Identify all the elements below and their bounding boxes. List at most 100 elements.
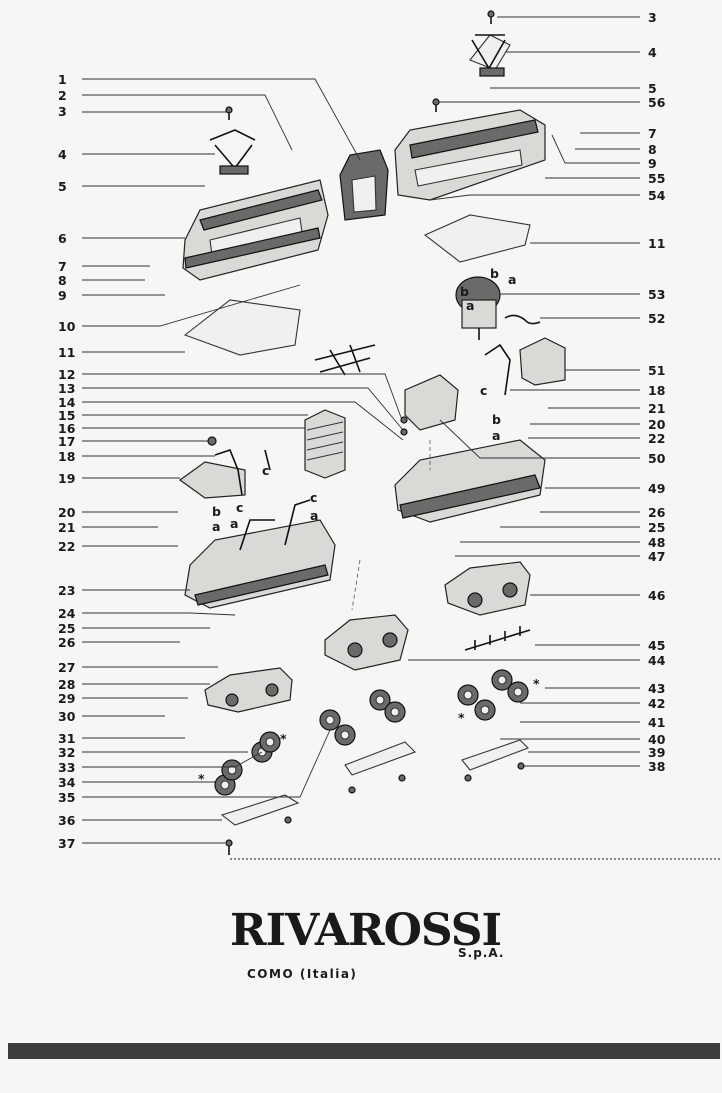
wire-letter: c <box>262 463 269 478</box>
spring-wire <box>504 314 541 325</box>
callout-r-21: 21 <box>648 401 665 416</box>
callout-r-56: 56 <box>648 95 666 110</box>
wire-letters: b a b a c b a c b a c a c a <box>212 266 516 534</box>
callout-13: 13 <box>58 381 75 396</box>
callout-36: 36 <box>58 813 76 828</box>
contact-spring-right <box>484 343 511 396</box>
callout-r-22: 22 <box>648 431 665 446</box>
callout-r-49: 49 <box>648 481 665 496</box>
wire-letter: b <box>460 284 469 299</box>
callout-r-50: 50 <box>648 451 666 466</box>
callout-2: 2 <box>58 88 67 103</box>
callout-r-44: 44 <box>648 653 666 668</box>
body-shell-left <box>182 179 329 281</box>
plate-stack <box>304 409 346 479</box>
callout-26: 26 <box>58 635 76 650</box>
callout-22: 22 <box>58 539 75 554</box>
callout-r-5: 5 <box>648 81 657 96</box>
bottom-plate-36 <box>220 794 300 826</box>
callout-25: 25 <box>58 621 75 636</box>
callout-r-42: 42 <box>648 696 665 711</box>
callout-r-20: 20 <box>648 417 666 432</box>
wire-letter: a <box>466 298 474 313</box>
callout-r-26: 26 <box>648 505 666 520</box>
ballast-weight <box>404 374 459 431</box>
callout-28: 28 <box>58 677 75 692</box>
callout-r-51: 51 <box>648 363 665 378</box>
callout-19: 19 <box>58 471 75 486</box>
callout-r-11: 11 <box>648 236 665 251</box>
wire-letter: c <box>236 500 243 515</box>
star-mark: * <box>198 771 205 786</box>
brand-suffix: S.p.A. <box>458 946 505 960</box>
bottom-bar <box>8 1043 720 1059</box>
pantograph-left <box>209 129 256 175</box>
wire-letter: a <box>212 519 220 534</box>
callout-11: 11 <box>58 345 75 360</box>
callout-r-46: 46 <box>648 588 666 603</box>
callout-29: 29 <box>58 691 75 706</box>
callout-23: 23 <box>58 583 75 598</box>
callout-18: 18 <box>58 449 75 464</box>
parts-illustration <box>178 34 566 826</box>
callout-32: 32 <box>58 745 75 760</box>
star-mark: * <box>280 731 287 746</box>
contact-comb-45 <box>464 626 531 651</box>
callout-15: 15 <box>58 408 75 423</box>
wire-letter: a <box>508 272 516 287</box>
screws <box>207 10 525 855</box>
window-frame-right <box>423 214 531 263</box>
callout-12: 12 <box>58 367 75 382</box>
callout-r-45: 45 <box>648 638 665 653</box>
bogie-right <box>444 561 531 616</box>
callout-r-18: 18 <box>648 383 665 398</box>
callout-17: 17 <box>58 434 75 449</box>
callout-r-39: 39 <box>648 745 665 760</box>
callout-r-7: 7 <box>648 126 657 141</box>
brand-city: COMO (Italia) <box>247 967 358 981</box>
chassis-left <box>184 499 336 609</box>
callout-r-41: 41 <box>648 715 665 730</box>
cab-end <box>339 149 389 221</box>
callout-r-8: 8 <box>648 142 657 157</box>
callout-27: 27 <box>58 660 75 675</box>
callouts-left: 1 2 3 4 5 6 7 8 9 10 11 12 13 14 15 16 1… <box>58 72 76 851</box>
cover-19 <box>178 461 246 499</box>
wire-letter: c <box>480 383 487 398</box>
callout-34: 34 <box>58 775 76 790</box>
wire-letter: b <box>212 504 221 519</box>
bottom-plate-39 <box>461 739 529 771</box>
callout-1: 1 <box>58 72 67 87</box>
callout-4: 4 <box>58 147 67 162</box>
callout-24: 24 <box>58 606 76 621</box>
callout-16: 16 <box>58 421 76 436</box>
assembly-guide <box>351 440 431 611</box>
callout-14: 14 <box>58 395 76 410</box>
callout-31: 31 <box>58 731 75 746</box>
callout-30: 30 <box>58 709 76 724</box>
callout-10: 10 <box>58 319 76 334</box>
bogie-left <box>204 667 293 713</box>
callout-r-53: 53 <box>648 287 665 302</box>
callout-37: 37 <box>58 836 75 851</box>
wire-letter: b <box>490 266 499 281</box>
bogie-center <box>324 614 409 671</box>
body-shell-right <box>394 109 546 201</box>
star-marks: * * * * <box>198 676 540 786</box>
cover-51 <box>519 337 566 386</box>
chassis-right <box>394 439 546 523</box>
leader-lines <box>82 16 640 844</box>
callout-r-52: 52 <box>648 311 665 326</box>
callout-r-3: 3 <box>648 10 657 25</box>
window-frame <box>183 299 301 356</box>
callout-35: 35 <box>58 790 75 805</box>
callout-6: 6 <box>58 231 67 246</box>
callout-21: 21 <box>58 520 75 535</box>
cable-harness <box>314 344 376 376</box>
callout-r-38: 38 <box>648 759 665 774</box>
callout-7: 7 <box>58 259 67 274</box>
callout-3: 3 <box>58 104 67 119</box>
callout-20: 20 <box>58 505 76 520</box>
brand-logo: RIVAROSSI <box>230 905 502 956</box>
